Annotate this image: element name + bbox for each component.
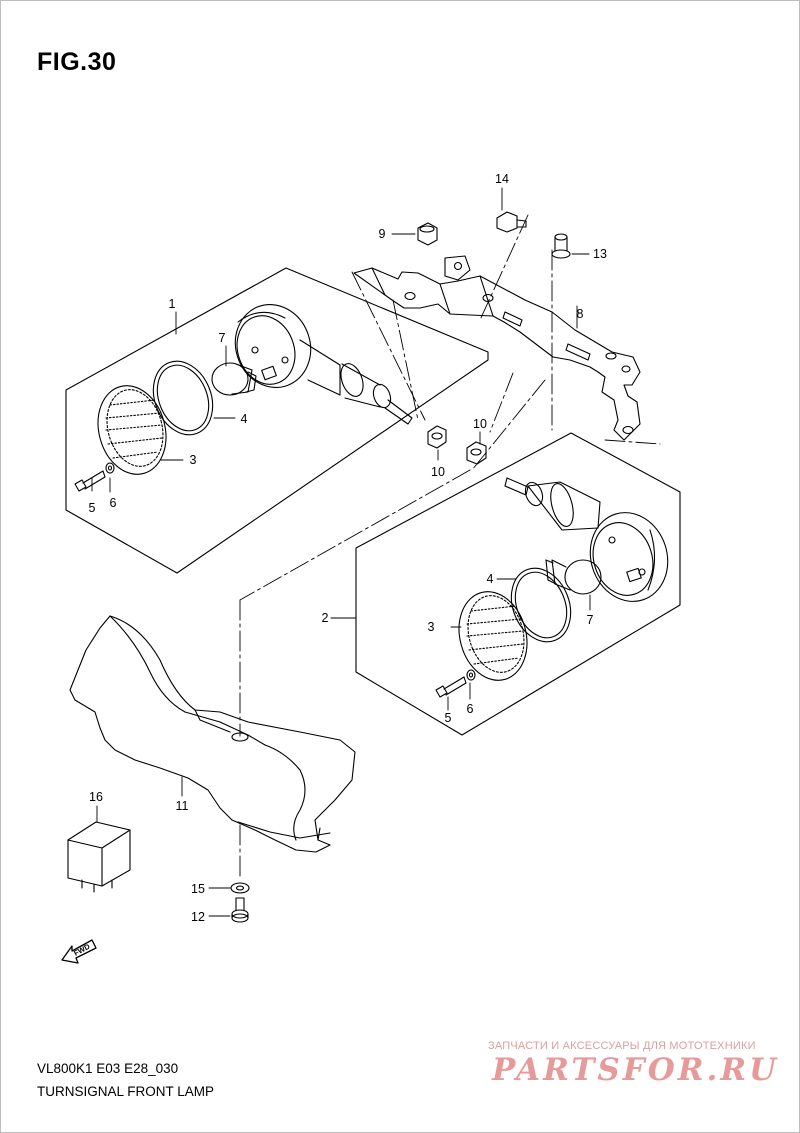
callout-6-right: 6 — [467, 702, 474, 716]
callout-3-left: 3 — [190, 453, 197, 467]
part-13-collar — [551, 233, 571, 259]
callout-5-left: 5 — [89, 501, 96, 515]
left-lamp-housing — [234, 304, 413, 425]
assembly-lines — [239, 214, 661, 881]
right-washer-6 — [466, 669, 476, 681]
callout-2: 2 — [322, 611, 329, 625]
relay-16 — [67, 821, 131, 893]
leader-lines — [91, 187, 591, 917]
part-9-nut — [417, 222, 438, 246]
callout-15: 15 — [191, 882, 205, 896]
callout-4-left: 4 — [241, 412, 248, 426]
callout-3-right: 3 — [428, 620, 435, 634]
fwd-arrow-icon — [61, 939, 97, 964]
diagram-description: TURNSIGNAL FRONT LAMP — [37, 1084, 215, 1099]
callout-8: 8 — [577, 307, 584, 321]
assembly-1-outline — [65, 267, 489, 574]
callout-1: 1 — [169, 297, 176, 311]
callout-4-right: 4 — [487, 572, 494, 586]
left-screw-5 — [74, 470, 106, 492]
part-12-screw — [231, 897, 249, 923]
right-gasket-4 — [510, 567, 572, 643]
callout-16: 16 — [89, 790, 103, 804]
watermark-logo: PARTSFOR.RU — [492, 1052, 780, 1088]
right-bulb-7 — [545, 559, 602, 595]
right-lamp-housing — [504, 477, 669, 602]
callout-7-right: 7 — [587, 613, 594, 627]
left-bulb-7 — [211, 362, 257, 396]
diagram-code: VL800K1 E03 E28_030 — [37, 1061, 179, 1076]
cover-11 — [69, 615, 356, 853]
callout-7-left: 7 — [219, 331, 226, 345]
right-screw-5 — [435, 676, 467, 698]
figure-title: FIG.30 — [37, 48, 117, 76]
callout-5-right: 5 — [445, 711, 452, 725]
callout-12: 12 — [191, 910, 205, 924]
right-lens-3 — [458, 591, 528, 681]
callout-11: 11 — [176, 799, 189, 813]
bracket-8 — [353, 255, 641, 441]
callout-9: 9 — [379, 227, 386, 241]
part-10-nut-left — [427, 425, 447, 449]
watermark-tagline: ЗАПЧАСТИ И АКСЕССУАРЫ ДЛЯ МОТОТЕХНИКИ — [488, 1040, 756, 1052]
left-washer-6 — [105, 462, 115, 474]
callout-10-left: 10 — [431, 465, 445, 479]
callout-6-left: 6 — [110, 496, 117, 510]
assembly-2-outline — [355, 432, 681, 736]
part-14-bolt — [496, 211, 527, 233]
callout-14: 14 — [495, 172, 509, 186]
callout-10-right: 10 — [473, 417, 487, 431]
left-gasket-4 — [152, 360, 214, 436]
part-10-nut-right — [466, 441, 487, 465]
part-15-washer — [230, 882, 250, 894]
callout-13: 13 — [593, 247, 607, 261]
left-lens-3 — [97, 385, 167, 475]
